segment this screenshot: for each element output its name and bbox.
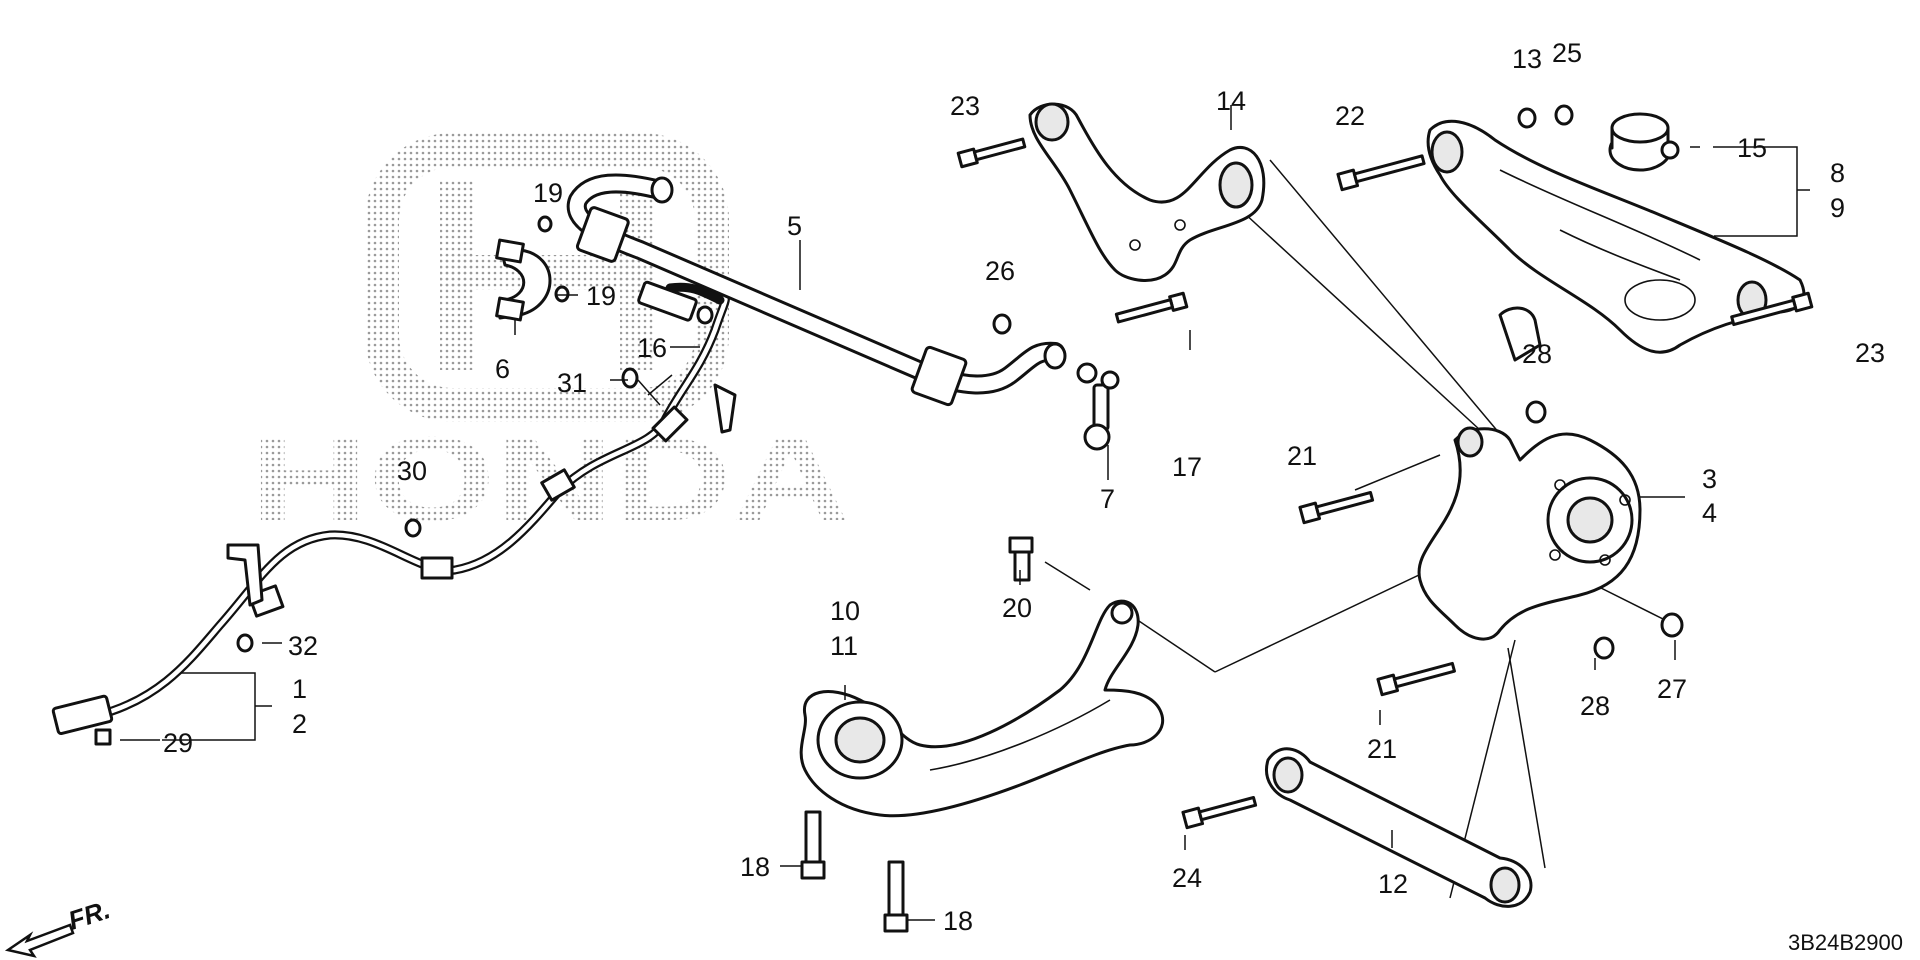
label-6: 6 bbox=[495, 354, 510, 384]
label-18b: 18 bbox=[943, 906, 973, 936]
bolt-32 bbox=[236, 633, 254, 653]
label-1: 1 bbox=[292, 674, 307, 704]
label-20: 20 bbox=[1002, 593, 1032, 623]
clip-29 bbox=[94, 728, 112, 746]
trailing-arm bbox=[799, 599, 1165, 818]
label-18a: 18 bbox=[740, 852, 770, 882]
label-23a: 23 bbox=[950, 91, 980, 121]
spring-seat bbox=[1608, 112, 1680, 172]
label-29: 29 bbox=[163, 728, 193, 758]
nut-28-lower bbox=[1593, 636, 1615, 660]
nut-27 bbox=[1660, 612, 1684, 638]
label-14: 14 bbox=[1216, 86, 1246, 116]
upper-arm bbox=[1028, 102, 1266, 282]
label-7: 7 bbox=[1100, 484, 1115, 514]
front-direction-indicator: FR. bbox=[4, 894, 114, 958]
knuckle bbox=[1417, 306, 1642, 641]
label-27: 27 bbox=[1657, 674, 1687, 704]
nut-25 bbox=[1554, 104, 1574, 126]
label-24: 24 bbox=[1172, 863, 1202, 893]
label-30: 30 bbox=[397, 456, 427, 486]
label-25: 25 bbox=[1552, 38, 1582, 68]
label-8: 8 bbox=[1830, 158, 1845, 188]
label-11: 11 bbox=[830, 631, 858, 661]
washer-13 bbox=[1517, 107, 1537, 129]
label-26: 26 bbox=[985, 256, 1015, 286]
stabilizer-bar bbox=[566, 173, 1067, 407]
label-12: 12 bbox=[1378, 869, 1408, 899]
label-16: 16 bbox=[637, 333, 667, 363]
label-22: 22 bbox=[1335, 101, 1365, 131]
bolt-19-upper bbox=[537, 215, 553, 233]
stabilizer-link bbox=[1076, 362, 1120, 451]
nut-26 bbox=[992, 313, 1012, 335]
front-arrow-icon bbox=[4, 923, 75, 958]
label-4: 4 bbox=[1702, 498, 1717, 528]
bolt-31 bbox=[621, 367, 639, 389]
label-5: 5 bbox=[787, 211, 802, 241]
label-10: 10 bbox=[830, 596, 860, 626]
lower-link bbox=[1265, 747, 1533, 908]
wheel-sensor-harness bbox=[51, 280, 737, 736]
nut-28-upper bbox=[1525, 400, 1547, 424]
label-19a: 19 bbox=[533, 178, 563, 208]
label-31: 31 bbox=[557, 368, 587, 398]
bolt-30 bbox=[404, 518, 422, 538]
label-19b: 19 bbox=[586, 281, 616, 311]
bolt-19-lower bbox=[554, 285, 570, 303]
label-21a: 21 bbox=[1287, 441, 1317, 471]
label-9: 9 bbox=[1830, 193, 1845, 223]
bolt-16 bbox=[696, 305, 714, 325]
label-17: 17 bbox=[1172, 452, 1202, 482]
label-28b: 28 bbox=[1580, 691, 1610, 721]
label-13: 13 bbox=[1512, 44, 1542, 74]
label-28a: 28 bbox=[1522, 339, 1552, 369]
part-number-labels: 1 2 3 4 5 6 7 8 9 10 11 12 13 14 15 16 1… bbox=[163, 38, 1885, 936]
label-3: 3 bbox=[1702, 464, 1717, 494]
label-2: 2 bbox=[292, 709, 307, 739]
label-21b: 21 bbox=[1367, 734, 1397, 764]
label-15: 15 bbox=[1737, 133, 1767, 163]
stabilizer-holder bbox=[495, 238, 552, 322]
diagram-code: 3B24B2900 bbox=[1788, 930, 1903, 955]
label-23b: 23 bbox=[1855, 338, 1885, 368]
label-ticks bbox=[120, 105, 1700, 921]
label-32: 32 bbox=[288, 631, 318, 661]
front-label: FR. bbox=[65, 894, 114, 935]
fasteners bbox=[94, 104, 1814, 933]
